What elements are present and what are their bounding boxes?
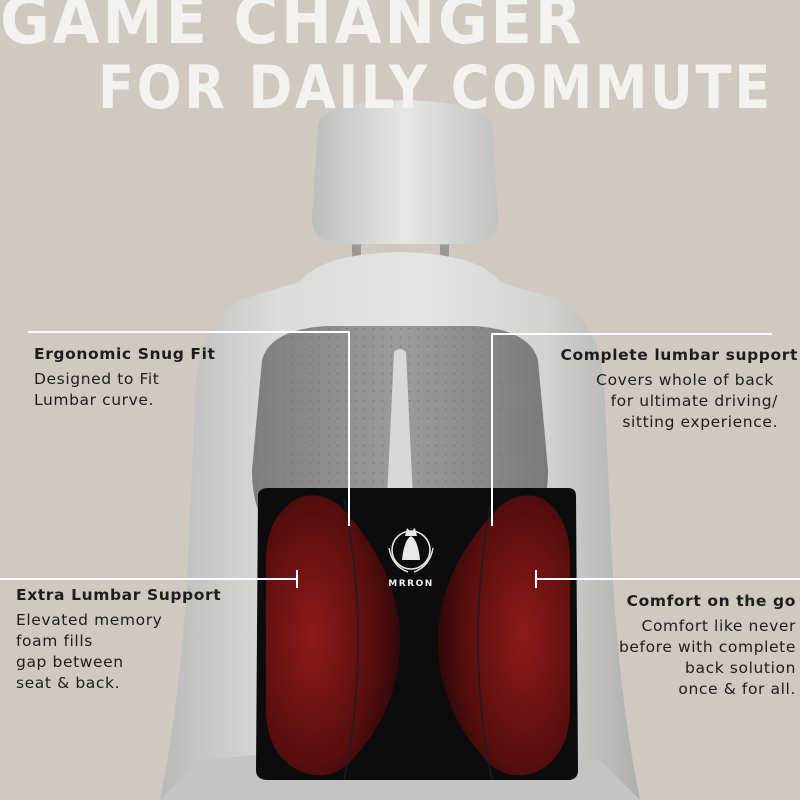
callout-ergonomic-snug-fit: Ergonomic Snug Fit Designed to Fit Lumba… bbox=[34, 345, 216, 411]
callout-line: back solution bbox=[685, 659, 796, 677]
brand-logo: MRRON bbox=[388, 528, 434, 589]
callout-extra-lumbar-support: Extra Lumbar Support Elevated memory foa… bbox=[16, 586, 221, 694]
callout-line: gap between bbox=[16, 653, 124, 671]
callout-line: Lumbar curve. bbox=[34, 391, 155, 409]
callout-body: Elevated memory foam fills gap between s… bbox=[16, 610, 221, 694]
callout-line: foam fills bbox=[16, 632, 93, 650]
headline-line-2: FOR DAILY COMMUTE bbox=[98, 53, 773, 123]
callout-title: Ergonomic Snug Fit bbox=[34, 345, 216, 363]
callout-line: Comfort like never bbox=[641, 617, 796, 635]
callout-body: Covers whole of back for ultimate drivin… bbox=[561, 370, 798, 433]
callout-comfort-on-the-go: Comfort on the go Comfort like never bef… bbox=[619, 592, 796, 700]
leader-line-lumbar bbox=[491, 333, 772, 526]
callout-body: Designed to Fit Lumbar curve. bbox=[34, 369, 216, 411]
callout-lines bbox=[0, 331, 800, 588]
headline-line-1: GAME CHANGER bbox=[0, 0, 585, 59]
brand-name: MRRON bbox=[388, 579, 434, 589]
lumbar-cushion bbox=[256, 488, 578, 781]
callout-title: Extra Lumbar Support bbox=[16, 586, 222, 604]
leader-line-snug bbox=[28, 331, 350, 526]
callout-title: Comfort on the go bbox=[626, 592, 796, 610]
callout-complete-lumbar-support: Complete lumbar support Covers whole of … bbox=[561, 346, 798, 433]
callout-line: Designed to Fit bbox=[34, 370, 160, 388]
callout-line: before with complete bbox=[618, 638, 796, 656]
callout-line: once & for all. bbox=[678, 680, 796, 698]
callout-line: Elevated memory bbox=[16, 611, 163, 629]
callout-line: seat & back. bbox=[16, 674, 121, 692]
callout-body: Comfort like never before with complete … bbox=[619, 616, 796, 700]
callout-line: Covers whole of back bbox=[596, 371, 774, 389]
callout-title: Complete lumbar support bbox=[560, 346, 798, 364]
callout-line: for ultimate driving/ bbox=[610, 392, 778, 410]
headrest bbox=[312, 100, 498, 260]
callout-line: sitting experience. bbox=[622, 413, 778, 431]
